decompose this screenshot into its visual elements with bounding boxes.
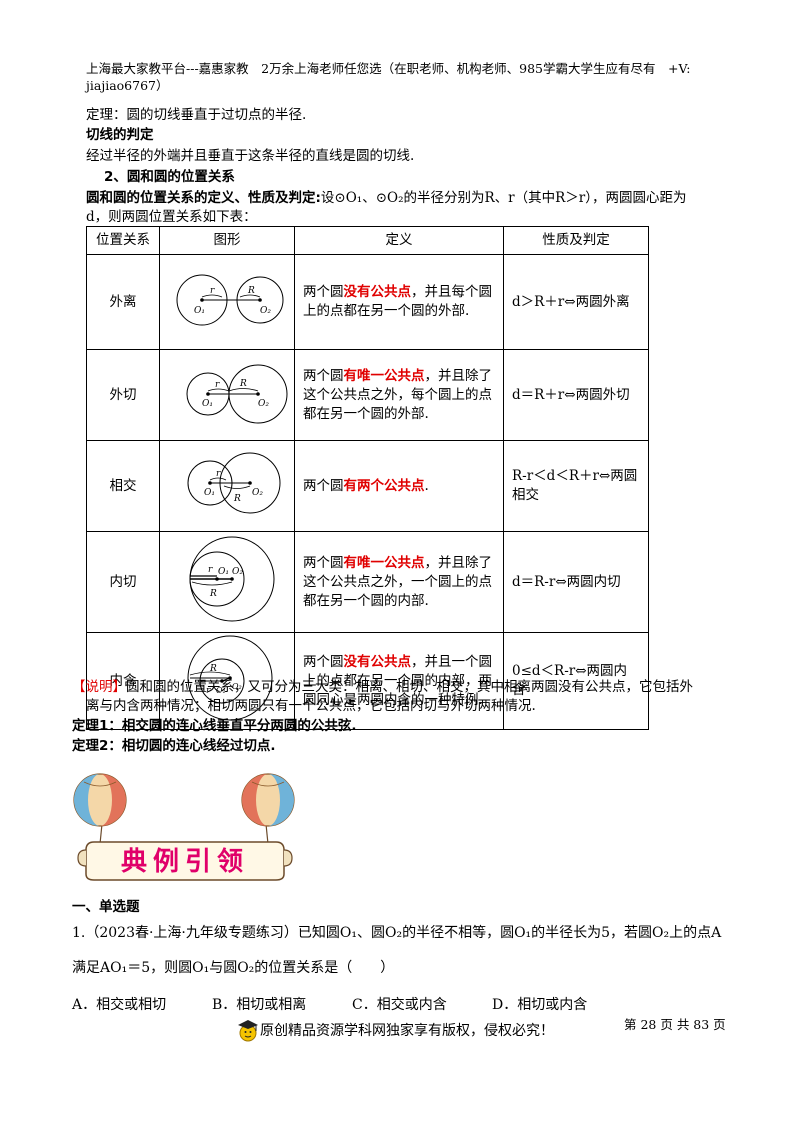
- row-name: 内切: [86, 531, 160, 633]
- header-line-2: jiajiao6767）: [86, 78, 169, 93]
- table-row: 内切 r R O₁ O₂ 两个圆有唯一公共点，并且除了这个公共点之外，一个圆上的…: [86, 531, 649, 633]
- option-b: B．相切或相离: [212, 997, 307, 1013]
- banner-graphic: 典例引领: [73, 773, 295, 881]
- label-r: r: [206, 686, 211, 696]
- label-O1: O₁: [204, 488, 215, 498]
- row-definition: 两个圆有两个公共点.: [294, 440, 504, 532]
- copyright-text: 原创精品资源学科网独家享有版权，侵权必究！: [260, 1023, 554, 1039]
- row-definition: 两个圆有唯一公共点，并且除了这个公共点之外，每个圆上的点都在另一个圆的外部.: [294, 349, 504, 441]
- label-r: r: [216, 469, 221, 479]
- definition-text-2: d，则两圆位置关系如下表：: [86, 209, 257, 225]
- label-O1: O₁: [218, 567, 229, 577]
- exercise-section: 一、单选题: [72, 899, 140, 915]
- theorem-2: 定理2：相切圆的连心线经过切点.: [72, 738, 276, 754]
- table-row: 外离 r R O₁ O₂ 两个圆没有公共点，并且每个圆上的点都在另一个圆的外部.…: [86, 254, 649, 350]
- row-property: R-r＜d＜R＋r⇔两圆相交: [503, 440, 649, 532]
- row-property: 0≤d＜R-r⇔两圆内含: [503, 632, 649, 730]
- option-a: A．相交或相切: [72, 997, 167, 1013]
- label-R: R: [209, 664, 217, 674]
- row-name: 外离: [86, 254, 160, 350]
- balloon-right-icon: [241, 773, 295, 827]
- figure-intersecting: r R O₁ O₂: [159, 440, 295, 532]
- definition-paragraph: 圆和圆的位置关系的定义、性质及判定:设⊙O₁、⊙O₂的半径分别为R、r（其中R＞…: [86, 189, 731, 208]
- page-number: 第 28 页 共 83 页: [624, 1017, 726, 1032]
- page-header: 上海最大家教平台---嘉惠家教 2万余上海老师任您选（在职老师、机构老师、985…: [86, 60, 726, 94]
- table-row: 外切 r R O₁ O₂ 两个圆有唯一公共点，并且除了这个公共点之外，每个圆上的…: [86, 349, 649, 441]
- label-R: R: [233, 494, 241, 504]
- option-c: C．相交或内含: [352, 997, 447, 1013]
- row-name: 内含: [86, 632, 160, 730]
- label-r: r: [210, 286, 215, 296]
- label-O2: O₂: [258, 399, 269, 409]
- separate-circles-diagram: r R O₁ O₂: [176, 274, 284, 326]
- label-O2: O₂: [260, 306, 271, 316]
- label-O2: O₂: [232, 682, 242, 691]
- note-tag: 【说明】: [72, 679, 126, 695]
- tangent-judge-text: 经过半径的外端并且垂直于这条半径的直线是圆的切线.: [86, 148, 415, 164]
- label-O1: O₁: [216, 686, 226, 695]
- section-title: 2、圆和圆的位置关系: [104, 169, 235, 185]
- definition-bold: 圆和圆的位置关系的定义、性质及判定:: [86, 190, 321, 206]
- option-d: D．相切或内含: [492, 997, 588, 1013]
- row-property: d＝R＋r⇔两圆外切: [503, 349, 649, 441]
- label-O2: O₂: [252, 488, 263, 498]
- header-line-1: 上海最大家教平台---嘉惠家教 2万余上海老师任您选（在职老师、机构老师、985…: [86, 61, 691, 76]
- tangent-judge-title: 切线的判定: [86, 127, 154, 143]
- example-banner: 典例引领: [70, 770, 300, 882]
- tangent-theorem: 定理：圆的切线垂直于过切点的半径.: [86, 107, 307, 123]
- header-cell-position: 位置关系: [86, 226, 160, 255]
- intersecting-circles-diagram: r R O₁ O₂: [187, 452, 281, 514]
- row-property: d＞R＋r⇔两圆外离: [503, 254, 649, 350]
- figure-contained: R r O₁ O₂: [159, 632, 295, 730]
- label-O1: O₁: [194, 306, 205, 316]
- table-row: 内含 R r O₁ O₂ 两个圆没有公共点，并且一个圆上的点都在另一个圆的内部，…: [86, 632, 649, 730]
- definition-text-1: 设⊙O₁、⊙O₂的半径分别为R、r（其中R＞r），两圆圆心距为: [320, 190, 687, 206]
- table-header-row: 位置关系 图形 定义 性质及判定: [86, 226, 649, 255]
- figure-internally-tangent: r R O₁ O₂: [159, 531, 295, 633]
- externally-tangent-diagram: r R O₁ O₂: [186, 364, 288, 424]
- label-R: R: [209, 589, 217, 599]
- label-R: R: [247, 286, 255, 296]
- row-property: d＝R-r⇔两圆内切: [503, 531, 649, 633]
- row-definition: 两个圆有唯一公共点，并且除了这个公共点之外，一个圆上的点都在另一个圆的内部.: [294, 531, 504, 633]
- label-O2: O₂: [232, 567, 243, 577]
- header-cell-property: 性质及判定: [503, 226, 649, 255]
- header-cell-figure: 图形: [159, 226, 295, 255]
- note-text-2: 离与内含两种情况；相切两圆只有一个公共点，它包括内切与外切两种情况.: [86, 698, 536, 714]
- figure-separate: r R O₁ O₂: [159, 254, 295, 350]
- row-definition: 两个圆没有公共点，并且每个圆上的点都在另一个圆的外部.: [294, 254, 504, 350]
- balloon-left-icon: [73, 773, 127, 827]
- header-cell-definition: 定义: [294, 226, 504, 255]
- circle-relation-table: 位置关系 图形 定义 性质及判定 外离 r R O₁ O₂ 两个圆没有公共点，并…: [86, 226, 649, 730]
- label-r: r: [215, 380, 220, 390]
- contained-circles-diagram: R r O₁ O₂: [187, 635, 273, 721]
- internally-tangent-diagram: r R O₁ O₂: [189, 536, 275, 622]
- question-line-2: 满足AO₁＝5，则圆O₁与圆O₂的位置关系是（ ）: [72, 960, 395, 976]
- table-row: 相交 r R O₁ O₂ 两个圆有两个公共点. R-r＜d＜R＋r⇔两圆相交: [86, 440, 649, 532]
- label-R: R: [239, 379, 247, 389]
- label-r: r: [208, 565, 213, 575]
- row-name: 相交: [86, 440, 160, 532]
- question-line-1: 1.（2023春·上海·九年级专题练习）已知圆O₁、圆O₂的半径不相等，圆O₁的…: [72, 925, 722, 941]
- note-paragraph: 【说明】圆和圆的位置关系，又可分为三大类：相离、相切、相交，其中相离两圆没有公共…: [72, 678, 732, 697]
- theorem-1: 定理1：相交圆的连心线垂直平分两圆的公共弦.: [72, 718, 357, 734]
- note-text-1: 圆和圆的位置关系，又可分为三大类：相离、相切、相交，其中相离两圆没有公共点，它包…: [126, 679, 693, 695]
- figure-externally-tangent: r R O₁ O₂: [159, 349, 295, 441]
- copyright-line: 原创精品资源学科网独家享有版权，侵权必究！: [236, 1018, 566, 1044]
- label-O1: O₁: [202, 399, 213, 409]
- row-name: 外切: [86, 349, 160, 441]
- banner-title: 典例引领: [121, 846, 249, 877]
- graduate-mascot-icon: [238, 1020, 258, 1042]
